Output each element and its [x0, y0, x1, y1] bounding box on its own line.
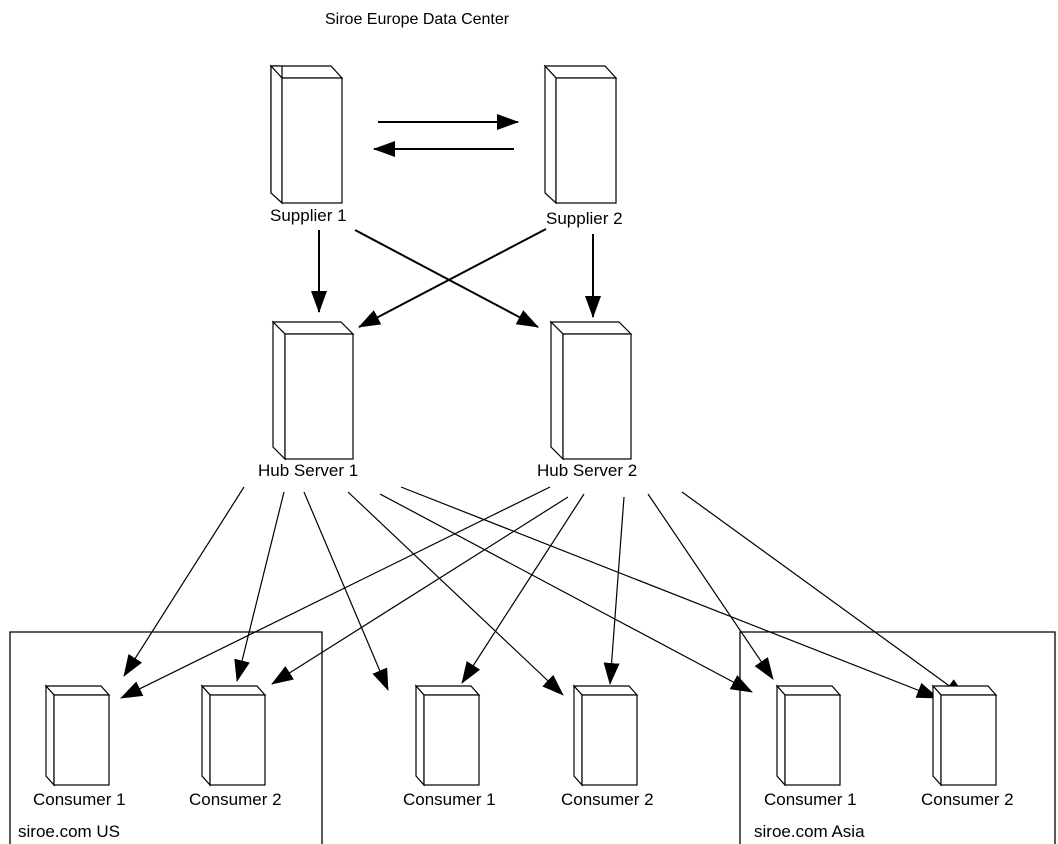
hub-server-2-node: Hub Server 2 — [537, 320, 637, 480]
group-us-label: siroe.com US — [18, 822, 120, 841]
diagram-title: Siroe Europe Data Center — [325, 11, 510, 28]
eu-consumer-2-node: Consumer 2 — [561, 684, 654, 809]
server-nodes: Supplier 1 Supplier 2 Hub Server 1 — [33, 64, 1014, 809]
server-icon — [44, 684, 111, 787]
eu-consumer-2-label: Consumer 2 — [561, 790, 654, 809]
server-icon — [269, 64, 344, 205]
asia-consumer-2-node: Consumer 2 — [921, 684, 1014, 809]
server-icon — [549, 320, 633, 461]
connection-arrows — [120, 114, 967, 699]
asia-consumer-1-node: Consumer 1 — [764, 684, 857, 809]
group-asia: siroe.com Asia — [739, 631, 1056, 844]
eu-consumer-1-node: Consumer 1 — [403, 684, 496, 809]
server-icon — [543, 64, 618, 205]
arrow-hub-server-2-to-eu-consumer-2 — [603, 496, 625, 685]
arrow-hub-server-1-to-us-consumer-2 — [234, 491, 285, 682]
arrow-supplier-1-to-hub-server-2 — [354, 229, 539, 328]
us-consumer-1-label: Consumer 1 — [33, 790, 126, 809]
server-icon — [271, 320, 355, 461]
hub-server-2-label: Hub Server 2 — [537, 461, 637, 480]
eu-consumer-1-label: Consumer 1 — [403, 790, 496, 809]
supplier-1-node: Supplier 1 — [269, 64, 347, 225]
arrow-supplier-2-to-hub-server-1 — [358, 228, 547, 328]
us-consumer-2-label: Consumer 2 — [189, 790, 282, 809]
arrow-hub-server-2-to-us-consumer-1 — [120, 486, 551, 699]
server-icon — [775, 684, 842, 787]
server-icon — [931, 684, 998, 787]
server-icon — [414, 684, 481, 787]
arrow-hub-server-2-to-eu-consumer-1 — [461, 493, 585, 684]
hub-server-1-label: Hub Server 1 — [258, 461, 358, 480]
supplier-2-label: Supplier 2 — [546, 209, 623, 228]
hub-server-1-node: Hub Server 1 — [258, 320, 358, 480]
server-icon — [200, 684, 267, 787]
arrow-hub-server-1-to-asia-consumer-1 — [379, 493, 753, 693]
arrow-hub-server-2-to-us-consumer-2 — [271, 496, 569, 685]
server-icon — [572, 684, 639, 787]
arrow-hub-server-1-to-asia-consumer-2 — [400, 486, 939, 699]
supplier-2-node: Supplier 2 — [543, 64, 623, 228]
arrow-hub-server-1-to-eu-consumer-2 — [347, 491, 564, 696]
asia-consumer-1-label: Consumer 1 — [764, 790, 857, 809]
arrow-hub-server-1-to-us-consumer-1 — [123, 486, 245, 677]
group-asia-label: siroe.com Asia — [754, 822, 865, 841]
asia-consumer-2-label: Consumer 2 — [921, 790, 1014, 809]
us-consumer-1-node: Consumer 1 — [33, 684, 126, 809]
group-us: siroe.com US — [9, 631, 323, 844]
us-consumer-2-node: Consumer 2 — [189, 684, 282, 809]
supplier-1-label: Supplier 1 — [270, 206, 347, 225]
arrow-hub-server-2-to-asia-consumer-1 — [647, 493, 774, 680]
arrow-hub-server-2-to-asia-consumer-2 — [681, 491, 967, 699]
arrow-hub-server-1-to-eu-consumer-1 — [303, 491, 389, 691]
